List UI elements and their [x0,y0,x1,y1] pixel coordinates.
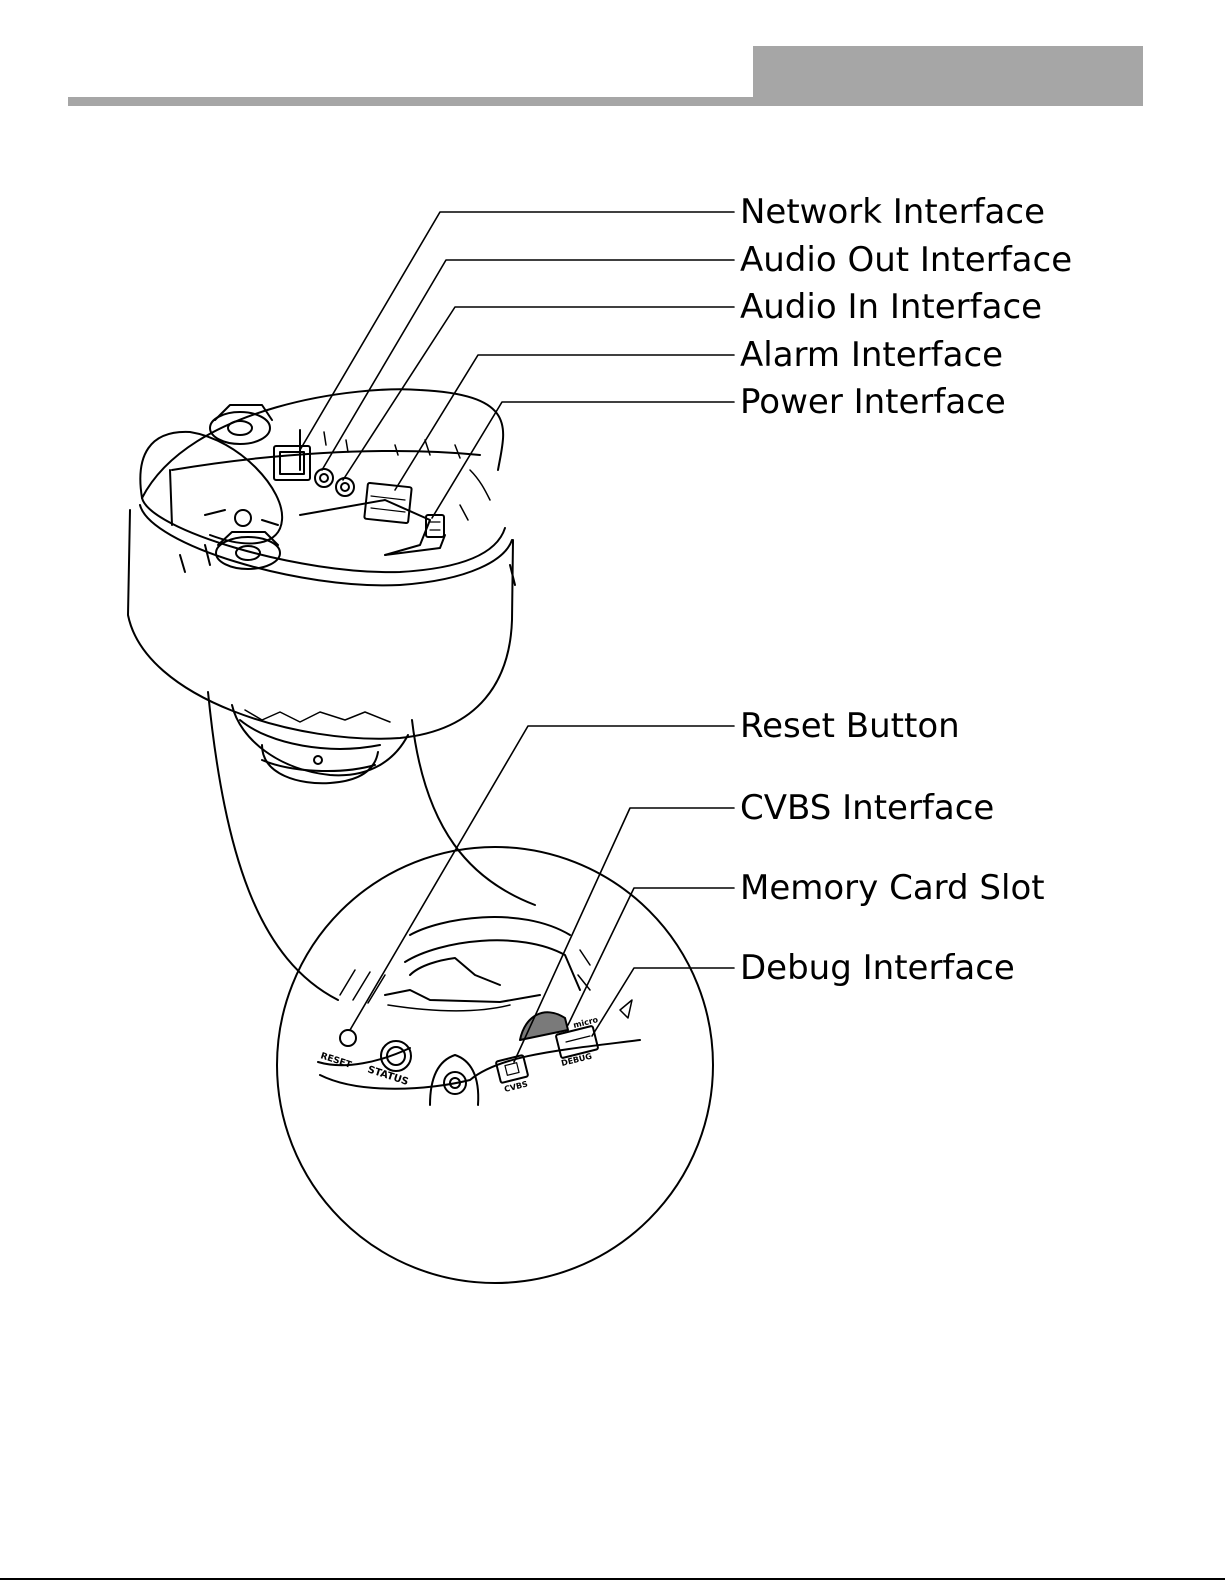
bottom-rule [0,1578,1225,1580]
label-alarm-interface: Alarm Interface [740,338,1003,372]
label-audio-in-interface: Audio In Interface [740,290,1042,324]
leader-memory [568,888,734,1025]
label-network-interface: Network Interface [740,195,1045,229]
label-memory-card-slot: Memory Card Slot [740,871,1045,905]
label-cvbs-interface: CVBS Interface [740,791,994,825]
label-power-interface: Power Interface [740,385,1006,419]
leader-power [432,402,734,518]
memory-card-slot [520,1012,568,1040]
label-reset-button: Reset Button [740,709,960,743]
leader-reset [350,726,734,1030]
label-audio-out-interface: Audio Out Interface [740,243,1072,277]
leader-audio-in [343,307,734,480]
camera-base [128,389,515,783]
leader-debug [592,968,734,1036]
magnifier-line-right [412,720,535,905]
leader-alarm [395,355,734,490]
leader-audio-out [322,260,734,470]
leader-network [300,212,734,450]
label-debug-interface: Debug Interface [740,951,1015,985]
device-label-reset: RESET [319,1051,353,1071]
